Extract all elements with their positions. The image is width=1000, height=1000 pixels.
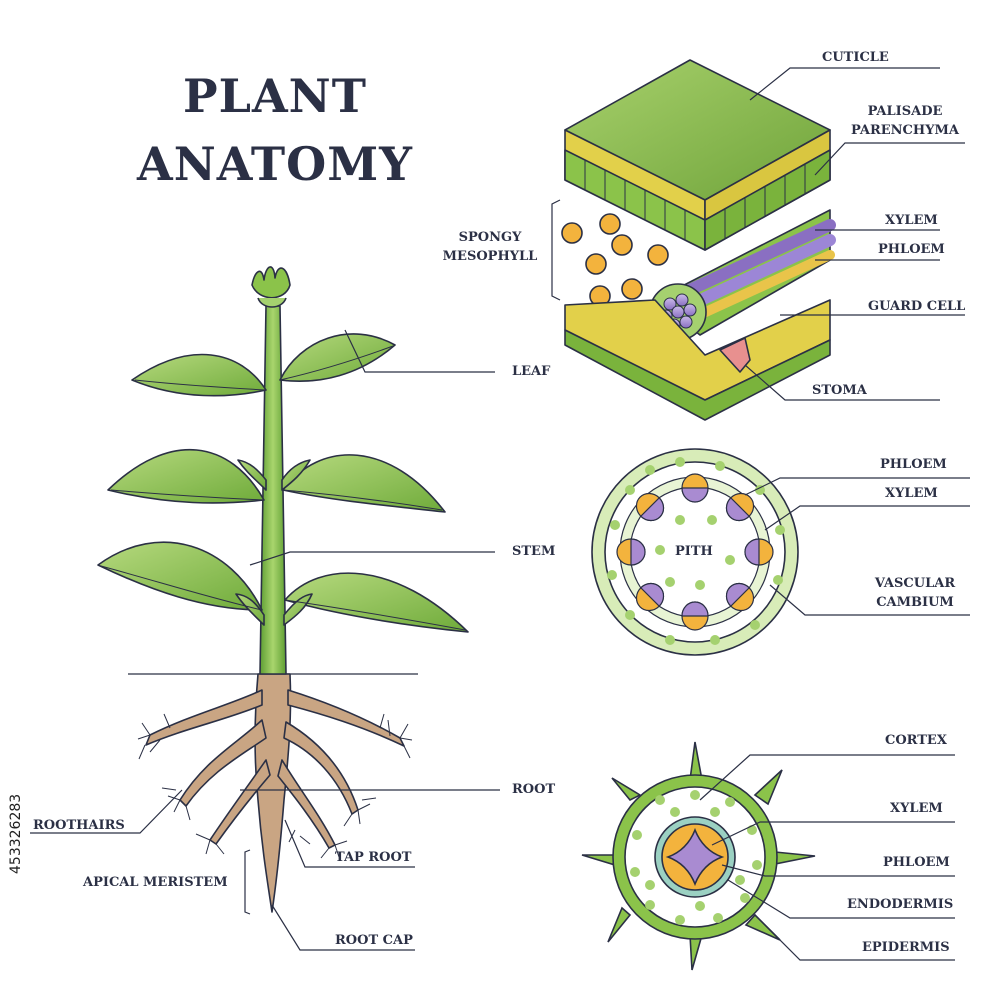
leaf-section-leaders <box>744 67 965 401</box>
label-spongy-1: SPONGY <box>458 230 522 245</box>
label-apical-meristem: APICAL MERISTEM <box>83 875 228 890</box>
title-line-2: ANATOMY <box>137 137 413 191</box>
label-stem-xylem: XYLEM <box>885 486 938 501</box>
label-pith: PITH <box>675 544 713 559</box>
label-endodermis: ENDODERMIS <box>847 897 954 912</box>
label-vascular-2: CAMBIUM <box>876 595 954 610</box>
label-spongy-2: MESOPHYLL <box>442 249 538 264</box>
spongy-cells <box>561 213 669 307</box>
vascular-bundles <box>616 473 774 631</box>
title-line-1: PLANT <box>183 69 367 123</box>
leaves <box>97 333 469 633</box>
leader-roothairs <box>30 789 183 834</box>
plant-illustration <box>97 266 469 913</box>
stem-cross-section <box>591 448 799 656</box>
root-section-leaders <box>699 754 955 961</box>
leaf-veins <box>100 345 466 631</box>
flower-bud <box>251 266 291 308</box>
leader-rootcap <box>271 904 415 951</box>
leader-leaf <box>344 329 495 373</box>
stock-id: 453326283 <box>8 793 24 874</box>
bracket-meristem <box>244 849 251 915</box>
leaf-cross-section <box>561 59 836 421</box>
guard-cell <box>719 337 751 373</box>
phloem-vessel <box>679 250 835 327</box>
label-vascular-1: VASCULAR <box>874 576 956 591</box>
label-epidermis: EPIDERMIS <box>862 940 950 955</box>
label-leaf-phloem: PHLOEM <box>878 242 945 257</box>
label-tap-root: TAP ROOT <box>335 850 412 865</box>
label-palisade-2: PARENCHYMA <box>851 123 959 138</box>
label-leaf-xylem: XYLEM <box>885 213 938 228</box>
xylem-star <box>665 827 725 887</box>
label-root-phloem: PHLOEM <box>883 855 950 870</box>
label-stoma: STOMA <box>812 383 867 398</box>
stem-parenchyma <box>607 457 785 645</box>
palisade-side <box>704 149 831 251</box>
xylem-vessel <box>662 219 836 306</box>
label-root-xylem: XYLEM <box>890 801 943 816</box>
label-cuticle: CUTICLE <box>822 50 889 65</box>
stem-section-leaders <box>744 477 970 616</box>
label-cortex: CORTEX <box>885 733 947 748</box>
label-stem: STEM <box>512 544 556 559</box>
root-hairs-section <box>581 741 816 971</box>
root-cross-section <box>581 741 816 971</box>
label-stem-phloem: PHLOEM <box>880 457 947 472</box>
bracket-spongy <box>551 199 561 301</box>
label-palisade-1: PALISADE <box>867 104 943 119</box>
label-roothairs: ROOTHAIRS <box>33 818 125 833</box>
label-leaf: LEAF <box>512 364 551 379</box>
cortex-cells <box>630 790 762 925</box>
palisade-cells <box>584 160 806 240</box>
label-guard-cell: GUARD CELL <box>868 299 966 314</box>
label-root-cap: ROOT CAP <box>335 933 413 948</box>
leader-taproot <box>284 819 415 868</box>
label-root: ROOT <box>512 782 556 797</box>
plant-leaders <box>30 329 500 951</box>
roots <box>145 673 405 913</box>
leader-stem <box>249 551 495 566</box>
